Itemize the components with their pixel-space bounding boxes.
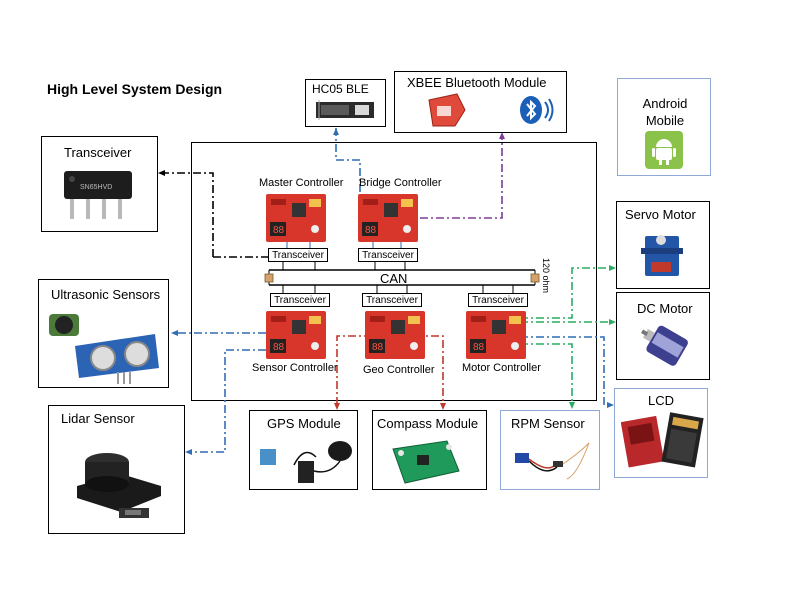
lcd-icon <box>621 412 704 468</box>
rpm-box: RPM Sensor <box>500 410 600 490</box>
transceiver-master: Transceiver <box>268 248 328 262</box>
servo-label: Servo Motor <box>625 207 696 222</box>
dc-motor-icon <box>641 325 688 366</box>
arrow-lcd <box>607 402 614 408</box>
bluetooth-icon <box>520 96 554 124</box>
link-servo <box>520 267 614 319</box>
transceiver-motor: Transceiver <box>468 293 528 307</box>
sensor-controller-board-icon: 88 <box>266 311 326 359</box>
lidar-box: Lidar Sensor <box>48 405 185 534</box>
terminator-label: 120 ohm <box>541 258 551 294</box>
svg-text:88: 88 <box>372 342 384 353</box>
compass-board-icon <box>392 440 460 484</box>
bridge-controller-label: Bridge Controller <box>359 177 442 189</box>
gps-box: GPS Module <box>249 410 358 490</box>
transceiver-box-label: Transceiver <box>64 145 132 160</box>
ic-chip-icon: SN65HVD <box>64 171 132 219</box>
svg-text:88: 88 <box>473 342 485 353</box>
android-label: Android Mobile <box>642 96 688 128</box>
hc05-box: HC05 BLE <box>305 79 386 127</box>
can-label: CAN <box>380 271 408 286</box>
motor-controller-label: Motor Controller <box>462 362 541 374</box>
servo-motor-icon <box>641 235 683 276</box>
resistor-left-icon <box>264 270 274 285</box>
sensor-controller-label: Sensor Controller <box>252 362 338 374</box>
hc05-label: HC05 BLE <box>312 82 369 96</box>
arrow-gps <box>334 403 340 410</box>
geo-controller-board-icon: 88 <box>365 311 425 359</box>
link-xbee <box>420 134 503 219</box>
master-controller-label: Master Controller <box>259 177 344 189</box>
lcd-box: LCD <box>614 388 708 478</box>
arrow-compass <box>440 403 446 410</box>
link-rpm <box>520 343 573 407</box>
motor-controller-board-icon: 88 <box>466 311 526 359</box>
svg-text:88: 88 <box>273 225 285 236</box>
gps-module-icon <box>260 441 352 483</box>
svg-text:88: 88 <box>365 225 377 236</box>
link-compass <box>415 335 444 408</box>
link-gps <box>336 335 372 408</box>
lidar-icon <box>77 453 161 518</box>
servo-box: Servo Motor <box>616 201 710 289</box>
xbee-module-icon <box>428 93 466 127</box>
lcd-label: LCD <box>648 393 675 408</box>
link-transceiver <box>158 172 214 257</box>
arrow-transceiver <box>158 170 165 176</box>
bridge-controller-board-icon: 88 <box>358 194 418 242</box>
lidar-label: Lidar Sensor <box>61 411 135 426</box>
arrow-hc05 <box>333 128 339 135</box>
arrow-rpm <box>569 402 575 409</box>
arrow-servo <box>609 265 616 271</box>
resistor-right-icon <box>530 270 540 285</box>
link-lidar <box>187 349 266 453</box>
transceiver-bridge: Transceiver <box>358 248 418 262</box>
arrow-dc <box>609 319 616 325</box>
rpm-label: RPM Sensor <box>511 416 585 431</box>
ultrasonic-box: Ultrasonic Sensors <box>38 279 169 388</box>
geo-controller-label: Geo Controller <box>363 364 435 376</box>
transceiver-sensor: Transceiver <box>270 293 330 307</box>
ultrasonic-sensor-icon <box>49 314 159 384</box>
dc-label: DC Motor <box>637 301 693 316</box>
gps-label: GPS Module <box>267 416 341 431</box>
rpm-sensor-icon <box>515 442 590 480</box>
svg-text:88: 88 <box>273 342 285 353</box>
hc05-module-icon <box>316 100 374 120</box>
xbee-label: XBEE Bluetooth Module <box>407 75 547 90</box>
master-controller-board-icon: 88 <box>266 194 326 242</box>
diagram-title: High Level System Design <box>47 81 223 97</box>
android-box: Android Mobile <box>617 78 711 176</box>
dc-box: DC Motor <box>616 292 710 380</box>
arrow-xbee <box>499 132 505 139</box>
link-hc05 <box>335 128 361 195</box>
compass-label: Compass Module <box>377 416 479 431</box>
ultrasonic-label: Ultrasonic Sensors <box>51 287 161 302</box>
android-icon <box>645 131 683 169</box>
arrow-ultrasonic <box>171 330 178 336</box>
svg-text:SN65HVD: SN65HVD <box>80 184 112 191</box>
arrow-lidar <box>185 449 192 455</box>
compass-box: Compass Module <box>372 410 487 490</box>
xbee-box: XBEE Bluetooth Module <box>394 71 567 133</box>
transceiver-box: Transceiver SN65HVD <box>41 136 158 232</box>
transceiver-geo: Transceiver <box>362 293 422 307</box>
